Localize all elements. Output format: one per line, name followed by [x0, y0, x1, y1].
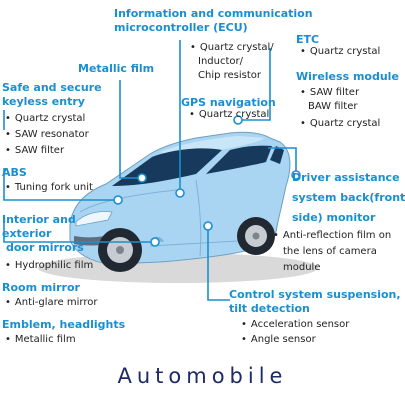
- driver-heading-2: system back(front/: [292, 191, 405, 204]
- ecu-heading-1: Information and communication: [114, 7, 313, 20]
- wireless-item-1: SAW filter: [300, 86, 359, 100]
- control-item-1: Acceleration sensor: [241, 318, 349, 332]
- emblem-item-1: Metallic film: [5, 333, 76, 347]
- mirrors-heading-1: Interior and: [2, 213, 76, 226]
- etc-item-1: Quartz crystal: [300, 45, 380, 59]
- wireless-item-2: BAW filter: [308, 101, 358, 112]
- ecu-item-3: Chip resistor: [198, 70, 262, 81]
- keyless-item-2: SAW resonator: [5, 128, 89, 142]
- rear-wheel: [237, 217, 275, 255]
- keyless-item-1: Quartz crystal: [5, 112, 85, 126]
- control-item-2: Angle sensor: [241, 333, 316, 347]
- metallic-film-heading: Metallic film: [78, 62, 155, 75]
- car-rear-window: [270, 146, 284, 164]
- ecu-item-1: Quartz crystal/: [190, 41, 274, 55]
- room-mirror-heading: Room mirror: [2, 281, 80, 294]
- wireless-heading: Wireless module: [296, 70, 399, 83]
- driver-heading-1: Driver assistance: [292, 171, 400, 184]
- room-mirror-item-1: Anti-glare mirror: [5, 296, 98, 310]
- car-door-line: [195, 179, 202, 257]
- car-headlight: [75, 211, 113, 227]
- ecu-heading-2: microcontroller (ECU): [114, 21, 248, 34]
- wireless-item-3: Quartz crystal: [300, 117, 380, 131]
- emblem-heading: Emblem, headlights: [2, 318, 126, 331]
- abs-item-1: Tuning fork unit: [5, 181, 93, 195]
- driver-item-3: module: [283, 262, 321, 273]
- driver-heading-3: side) monitor: [292, 211, 376, 224]
- car-side-window: [206, 145, 272, 174]
- control-heading-1: Control system suspension,: [229, 288, 401, 301]
- gps-heading: GPS navigation: [181, 96, 276, 109]
- mirrors-heading-3: door mirrors: [6, 241, 84, 254]
- gps-item-1: Quartz crystal: [189, 108, 269, 122]
- keyless-heading-2: keyless entry: [2, 95, 85, 108]
- ecu-item-2: Inductor/: [198, 56, 243, 67]
- page-title: Automobile: [117, 364, 288, 388]
- mirrors-item-1: Hydrophilic film: [5, 259, 93, 273]
- driver-item-1: Anti-reflection film on: [273, 229, 391, 243]
- driver-item-2: the lens of camera: [283, 246, 377, 257]
- front-wheel: [98, 228, 142, 272]
- abs-heading: ABS: [2, 166, 27, 179]
- keyless-item-3: SAW filter: [5, 144, 64, 158]
- etc-heading: ETC: [296, 33, 320, 46]
- control-heading-2: tilt detection: [229, 302, 310, 315]
- keyless-heading-1: Safe and secure: [2, 81, 102, 94]
- mirrors-heading-2: exterior: [2, 227, 52, 240]
